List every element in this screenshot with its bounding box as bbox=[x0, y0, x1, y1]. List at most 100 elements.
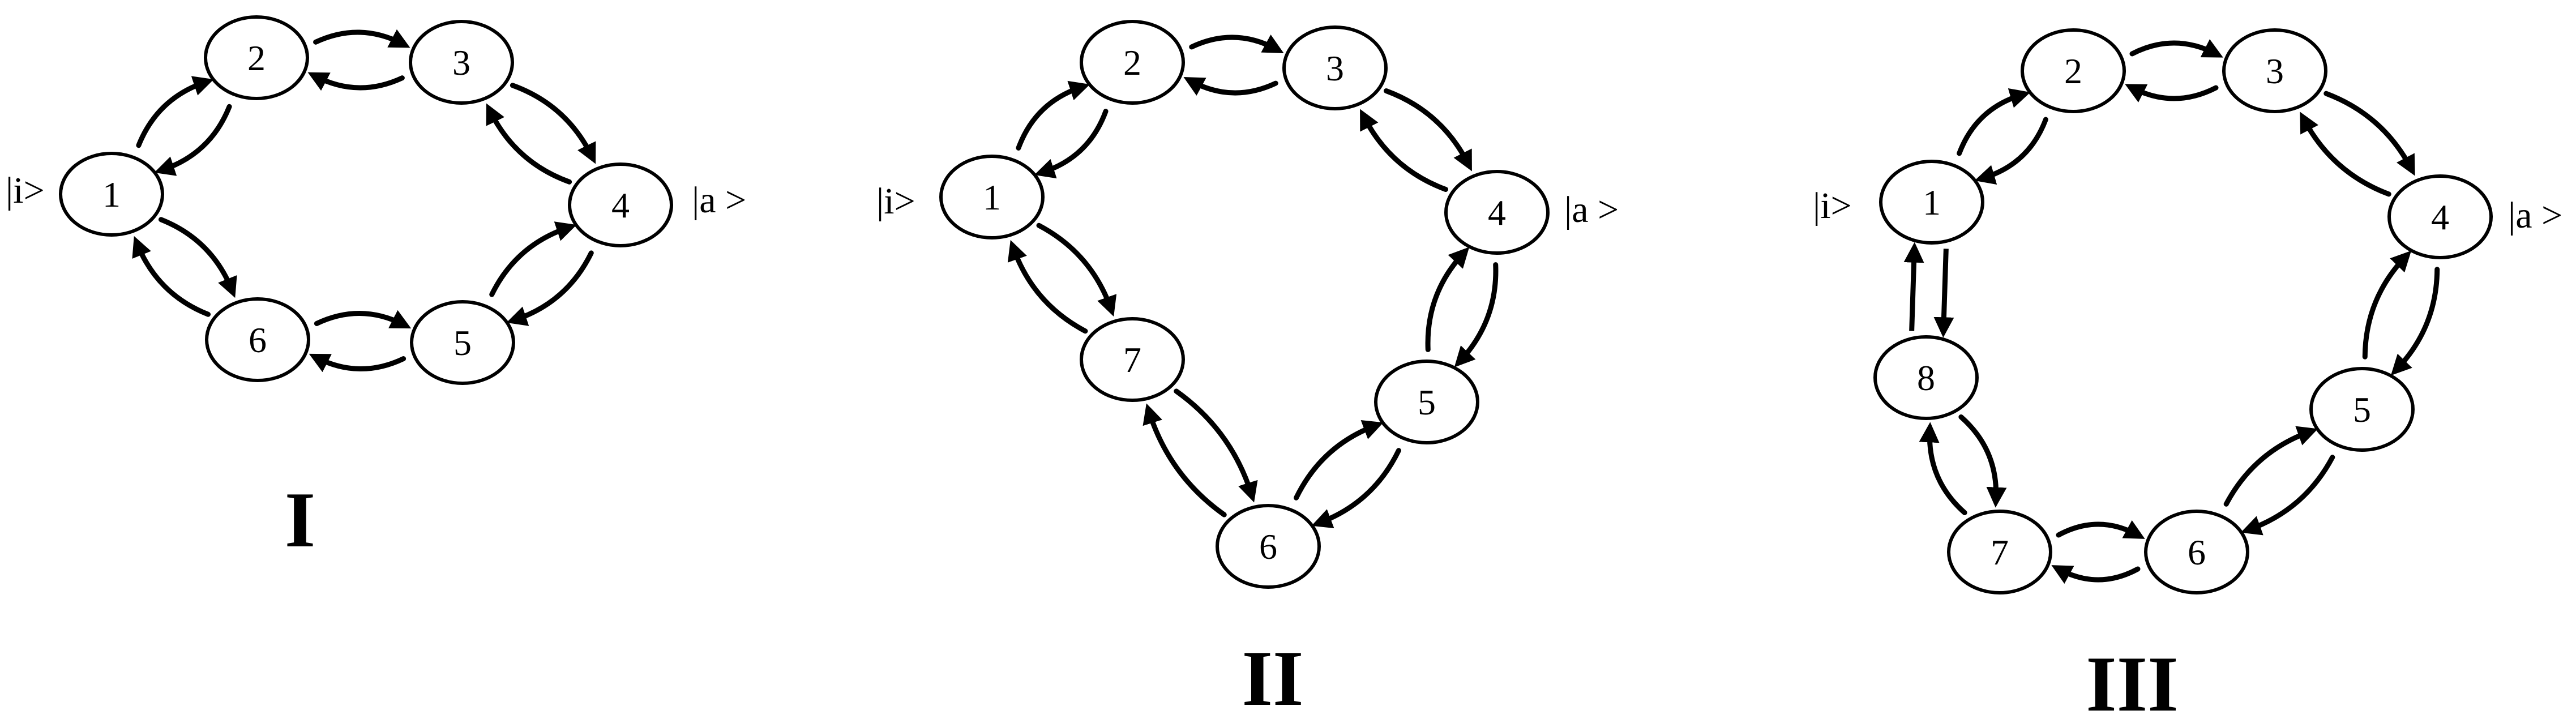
transition-arrow-5-to-6 bbox=[2240, 455, 2335, 536]
svg-text:6: 6 bbox=[249, 320, 267, 360]
diagram-3-final-state: |a > bbox=[2508, 195, 2562, 236]
svg-text:7: 7 bbox=[1991, 532, 2009, 572]
svg-text:5: 5 bbox=[453, 323, 472, 363]
transition-arrow-5-to-6 bbox=[309, 353, 406, 373]
svg-text:4: 4 bbox=[2431, 197, 2449, 237]
diagram-2-node-3: 3 bbox=[1282, 25, 1388, 110]
transition-arrow-2-to-3 bbox=[313, 29, 410, 48]
svg-text:5: 5 bbox=[1418, 382, 1436, 422]
transition-arrow-6-to-5 bbox=[314, 310, 412, 329]
diagram-3-node-4: 4 bbox=[2387, 174, 2493, 259]
transition-arrow-1-to-2 bbox=[136, 76, 214, 148]
transition-arrow-4-to-5 bbox=[506, 250, 594, 326]
diagram-1-node-3: 3 bbox=[409, 20, 514, 105]
transition-arrow-7-to-1 bbox=[1007, 239, 1088, 334]
diagram-1-node-2: 2 bbox=[204, 15, 309, 100]
transition-arrow-1-to-2 bbox=[1016, 80, 1090, 151]
svg-text:6: 6 bbox=[2188, 532, 2206, 572]
transition-arrow-3-to-4 bbox=[1384, 88, 1472, 172]
diagram-1-node-6: 6 bbox=[205, 297, 310, 382]
diagram-2-initial-state: |i> bbox=[876, 181, 915, 222]
transition-arrow-5-to-6 bbox=[1311, 448, 1401, 528]
diagram-3-node-5: 5 bbox=[2309, 367, 2415, 452]
diagram-3: 1 2 3 4 5 6 7 8 |i> |a > bbox=[1813, 28, 2562, 723]
svg-text:1: 1 bbox=[983, 177, 1001, 217]
diagram-3-node-6: 6 bbox=[2144, 510, 2249, 594]
transition-arrow-5-to-4 bbox=[1425, 247, 1470, 352]
transition-arrow-2-to-3 bbox=[2129, 39, 2223, 58]
transition-arrow-3-to-4 bbox=[510, 83, 596, 164]
diagram-2-label: II bbox=[1242, 635, 1304, 722]
svg-text:6: 6 bbox=[1259, 527, 1277, 567]
diagram-3-links bbox=[1903, 39, 2440, 584]
diagram-1-final-state: |a > bbox=[692, 179, 746, 221]
transition-arrow-6-to-7 bbox=[2051, 565, 2141, 584]
transition-arrow-6-to-5 bbox=[1294, 420, 1384, 500]
transition-arrow-4-to-5 bbox=[2390, 267, 2440, 376]
svg-text:2: 2 bbox=[1123, 42, 1141, 83]
svg-text:2: 2 bbox=[2064, 51, 2082, 91]
diagram-3-node-2: 2 bbox=[2021, 28, 2126, 113]
transition-arrow-3-to-2 bbox=[307, 72, 405, 91]
diagram-1-node-5: 5 bbox=[410, 300, 515, 385]
diagram-3-node-7: 7 bbox=[1947, 510, 2052, 594]
diagram-3-node-3: 3 bbox=[2222, 28, 2327, 113]
transition-arrow-1-to-8 bbox=[1933, 249, 1954, 338]
diagram-2-node-1: 1 bbox=[939, 155, 1045, 239]
svg-text:3: 3 bbox=[452, 42, 470, 83]
transition-arrow-3-to-4 bbox=[2323, 91, 2415, 176]
diagram-2-final-state: |a > bbox=[1564, 189, 1619, 230]
transition-arrow-2-to-1 bbox=[1034, 109, 1109, 179]
diagram-1-initial-state: |i> bbox=[6, 170, 45, 211]
transition-arrow-6-to-5 bbox=[2223, 426, 2318, 507]
diagram-1-links bbox=[132, 29, 596, 373]
svg-text:5: 5 bbox=[2353, 390, 2371, 430]
diagram-2-node-6: 6 bbox=[1216, 504, 1321, 589]
diagram-3-node-8: 8 bbox=[1873, 335, 1979, 420]
transition-arrow-1-to-2 bbox=[1957, 88, 2031, 156]
transition-arrow-4-to-5 bbox=[1454, 262, 1499, 367]
diagram-3-initial-state: |i> bbox=[1813, 185, 1852, 226]
transition-arrow-7-to-6 bbox=[1174, 388, 1258, 503]
transition-arrow-7-to-8 bbox=[1919, 422, 1967, 516]
diagram-1-label: I bbox=[285, 476, 315, 564]
diagram-2-node-7: 7 bbox=[1080, 317, 1185, 402]
svg-text:7: 7 bbox=[1123, 340, 1141, 380]
svg-text:3: 3 bbox=[2266, 51, 2284, 91]
transition-arrow-2-to-3 bbox=[1189, 34, 1284, 53]
transition-arrow-5-to-4 bbox=[2362, 250, 2412, 360]
diagram-2-node-2: 2 bbox=[1080, 20, 1185, 105]
svg-text:4: 4 bbox=[611, 185, 630, 225]
transition-arrow-4-to-3 bbox=[2300, 112, 2391, 197]
transition-arrow-2-to-1 bbox=[154, 104, 232, 176]
svg-text:1: 1 bbox=[102, 174, 121, 215]
svg-text:2: 2 bbox=[247, 38, 266, 78]
transition-arrow-2-to-1 bbox=[1974, 117, 2048, 185]
diagram-1: 1 2 3 4 5 6 |i> |a > I bbox=[6, 15, 746, 564]
diagram-2-node-5: 5 bbox=[1374, 360, 1479, 444]
transition-arrow-8-to-1 bbox=[1903, 242, 1924, 331]
svg-text:4: 4 bbox=[1488, 192, 1506, 233]
transition-arrow-1-to-7 bbox=[1036, 223, 1117, 317]
diagram-2-node-4: 4 bbox=[1444, 170, 1550, 255]
transition-arrow-3-to-2 bbox=[1183, 77, 1278, 96]
transition-arrow-6-to-7 bbox=[1142, 403, 1227, 517]
svg-text:3: 3 bbox=[1326, 48, 1344, 88]
diagram-3-label: III bbox=[2086, 640, 2178, 723]
svg-text:1: 1 bbox=[1923, 182, 1941, 223]
transition-arrow-3-to-2 bbox=[2125, 84, 2219, 102]
diagram-2: 1 2 3 4 5 6 7 |i> |a > II bbox=[876, 20, 1619, 722]
transition-arrow-4-to-3 bbox=[486, 103, 572, 185]
transition-arrow-4-to-3 bbox=[1360, 109, 1448, 192]
transition-arrow-7-to-6 bbox=[2056, 520, 2145, 539]
transition-arrow-1-to-6 bbox=[158, 217, 237, 298]
diagram-2-links bbox=[1007, 34, 1499, 528]
diagram-1-node-1: 1 bbox=[59, 152, 164, 237]
diagram-1-node-4: 4 bbox=[568, 162, 673, 247]
diagram-3-node-1: 1 bbox=[1879, 160, 1984, 245]
transition-arrow-8-to-7 bbox=[1958, 414, 2007, 508]
transition-arrow-5-to-4 bbox=[489, 221, 577, 297]
svg-text:8: 8 bbox=[1917, 358, 1935, 398]
transition-arrow-6-to-1 bbox=[132, 236, 211, 317]
